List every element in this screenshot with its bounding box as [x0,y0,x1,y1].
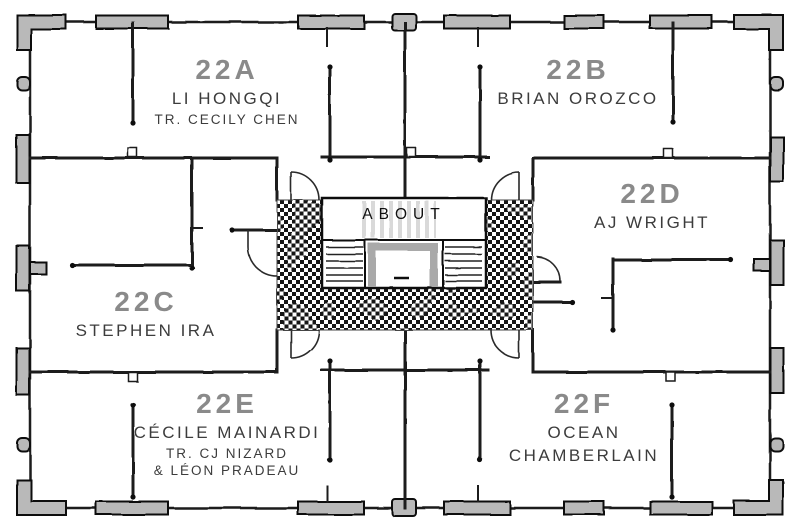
elevator-door-streaks [358,201,436,238]
stair-treads [326,246,482,282]
unit-number: 22D [620,178,684,209]
unit-translator-2: & LÉON PRADEAU [153,463,301,479]
core-box [320,196,488,290]
unit-22e-link[interactable]: 22E CÉCILE MAINARDI TR. CJ NIZARD & LÉON… [134,388,321,480]
unit-number: 22F [553,388,615,419]
door-swing-arcs [247,171,561,359]
unit-22d-link[interactable]: 22D AJ WRIGHT [594,178,710,235]
elevator-shaft [368,243,438,287]
wall-stubs [191,27,614,502]
unit-author: AJ WRIGHT [594,213,710,233]
unit-author: STEPHEN IRA [75,321,217,341]
unit-number: 22A [195,54,259,85]
unit-number: 22C [114,286,178,317]
interior-walls [28,21,772,510]
unit-author: OCEAN [547,423,621,443]
corner-piers [16,14,784,516]
door-notches [127,147,676,382]
unit-22c-link[interactable]: 22C STEPHEN IRA [76,286,217,343]
unit-number: 22B [546,54,610,85]
unit-number: 22E [196,388,258,419]
about-link[interactable]: ABOUT [362,206,446,223]
unit-22f-link[interactable]: 22F OCEAN CHAMBERLAIN [509,388,659,467]
unit-author: BRIAN OROZCO [497,89,659,109]
unit-translator: TR. CJ NIZARD [166,445,288,461]
unit-22a-link[interactable]: 22A LI HONGQI TR. CECILY CHEN [154,54,299,128]
unit-translator: TR. CECILY CHEN [154,111,300,127]
unit-22b-link[interactable]: 22B BRIAN OROZCO [497,54,658,111]
unit-author: CÉCILE MAINARDI [133,423,321,443]
unit-author-2: CHAMBERLAIN [508,445,660,465]
wall-end-caps [69,64,734,500]
unit-author: LI HONGQI [171,89,283,109]
